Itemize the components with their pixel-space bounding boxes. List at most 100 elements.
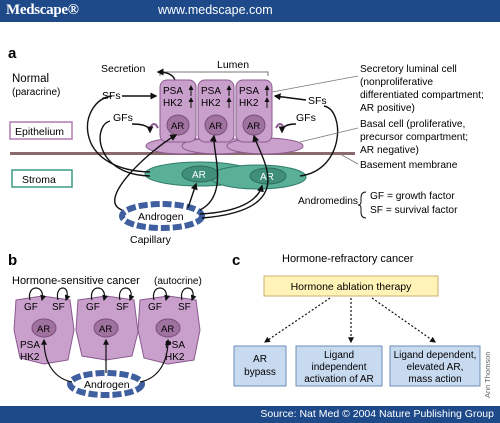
ar-label: AR <box>247 121 260 132</box>
header-banner: Medscape® www.medscape.com <box>0 0 500 22</box>
androgen-arrow <box>114 134 178 211</box>
panel-a-title: Normal <box>12 73 49 85</box>
stroma-box <box>11 169 73 188</box>
luminal-cell-3: PSA HK2 AR <box>235 79 273 143</box>
outcome-text: Ligand <box>324 350 354 361</box>
androgen-arrow <box>199 134 219 211</box>
site-url[interactable]: www.medscape.com <box>158 3 273 17</box>
stroma-label: Stroma <box>22 174 56 186</box>
outcome-arrow <box>371 297 436 343</box>
basal-line-2: precursor compartment; <box>360 132 468 143</box>
gf-label: GF <box>24 302 38 313</box>
gfs-arrow-left <box>131 123 154 134</box>
gf-definition: GF = growth factor <box>370 191 455 202</box>
secretory-line-2: (nonproliferative <box>360 77 433 88</box>
hk2-label: HK2 <box>20 352 40 363</box>
outcome-text: independent <box>311 362 366 373</box>
epithelium-box <box>9 121 73 140</box>
source-credit: Source: Nat Med © 2004 Nature Publishing… <box>260 408 494 420</box>
gf-label: GF <box>148 302 162 313</box>
andromedin-loop-left <box>86 95 151 173</box>
ar-label: AR <box>209 121 222 132</box>
androgen-arrow <box>187 182 198 209</box>
cancer-cell-3: GF SF AR PSA HK2 <box>137 287 201 365</box>
hk2-label: HK2 <box>201 98 221 109</box>
outcome-text: bypass <box>244 367 276 378</box>
basement-label: Basement membrane <box>360 160 458 171</box>
receptor-icon <box>149 123 159 129</box>
leader-line <box>339 153 359 165</box>
secretion-arrow <box>156 68 176 81</box>
gfs-arrow-right <box>278 123 297 134</box>
sf-label: SF <box>52 302 65 313</box>
psa-label: PSA <box>20 340 40 351</box>
secretory-line-3: differentiated compartment; <box>360 90 484 101</box>
ar-label: AR <box>161 324 174 335</box>
panel-b-letter: b <box>8 252 17 269</box>
therapy-box <box>263 275 439 297</box>
cancer-cell-2: GF SF AR <box>75 287 139 361</box>
ar-label: AR <box>171 121 184 132</box>
outcome-text: activation of AR <box>304 374 373 385</box>
outcome-text: mass action <box>408 374 461 385</box>
basal-line-1: Basal cell (proliferative, <box>360 119 465 130</box>
sf-definition: SF = survival factor <box>370 205 458 216</box>
lumen-bracket <box>159 71 269 76</box>
ar-label: AR <box>99 324 112 335</box>
medscape-logo: Medscape® <box>6 2 79 18</box>
ar-label: AR <box>37 324 50 335</box>
androgen-arrow <box>201 134 269 219</box>
panel-a-subtitle: (paracrine) <box>12 87 60 98</box>
androgen-arrow <box>41 338 73 383</box>
hk2-label: HK2 <box>165 352 185 363</box>
outcome-text: elevated AR, <box>407 362 464 373</box>
andromedins-label: Andromedins <box>298 196 358 207</box>
leader-line <box>271 75 359 93</box>
lumen-label: Lumen <box>217 59 249 71</box>
panel-a-letter: a <box>8 45 17 62</box>
sf-label: SF <box>178 302 191 313</box>
footer-banner: Source: Nat Med © 2004 Nature Publishing… <box>0 406 500 423</box>
basal-line-3: AR negative) <box>360 145 419 156</box>
androgen-arrow <box>199 184 264 215</box>
gfs-label-right: GFs <box>296 112 316 124</box>
leader-line <box>299 127 359 143</box>
panel-b-subtitle: (autocrine) <box>154 276 202 287</box>
androgen-arrow <box>139 338 171 383</box>
sfs-arrow-right <box>273 93 307 101</box>
androgen-label: Androgen <box>138 211 184 223</box>
hk2-label: HK2 <box>239 98 259 109</box>
panel-b-title: Hormone-sensitive cancer <box>12 275 140 287</box>
panel-c-title: Hormone-refractory cancer <box>282 253 414 265</box>
sfs-label-right: SFs <box>308 95 327 107</box>
androgen-label: Androgen <box>84 379 130 391</box>
outcome-text: Ligand dependent, <box>394 350 477 361</box>
capillary-ring <box>67 370 145 398</box>
secretory-line-4: AR positive) <box>360 103 415 114</box>
psa-label: PSA <box>201 86 221 97</box>
artist-credit: Ann Thomson <box>483 351 492 398</box>
gfs-label-left: GFs <box>113 112 133 124</box>
secretion-label: Secretion <box>101 63 146 75</box>
outcome-box-2 <box>295 345 383 387</box>
hk2-label: HK2 <box>163 98 183 109</box>
psa-label: PSA <box>239 86 259 97</box>
capillary-label: Capillary <box>130 234 172 246</box>
outcome-arrow <box>264 297 331 343</box>
therapy-label: Hormone ablation therapy <box>291 281 413 293</box>
capillary-ring <box>119 201 205 231</box>
psa-label: PSA <box>165 340 185 351</box>
definition-brace <box>357 191 367 219</box>
andromedin-loop-right <box>299 105 339 177</box>
luminal-cell-2: PSA HK2 AR <box>197 79 235 143</box>
secretory-line-1: Secretory luminal cell <box>360 64 457 75</box>
luminal-cell-1: PSA HK2 AR <box>159 79 197 143</box>
outcome-box-3 <box>389 345 481 387</box>
stroma-ar-label: AR <box>260 172 274 183</box>
gf-label: GF <box>86 302 100 313</box>
outcome-box-1 <box>233 345 287 387</box>
epithelium-label: Epithelium <box>15 126 64 138</box>
outcome-text: AR <box>253 354 267 365</box>
figure: a Normal (paracrine) Lumen Secretion Epi… <box>8 45 492 398</box>
stroma-ar-label: AR <box>192 170 206 181</box>
